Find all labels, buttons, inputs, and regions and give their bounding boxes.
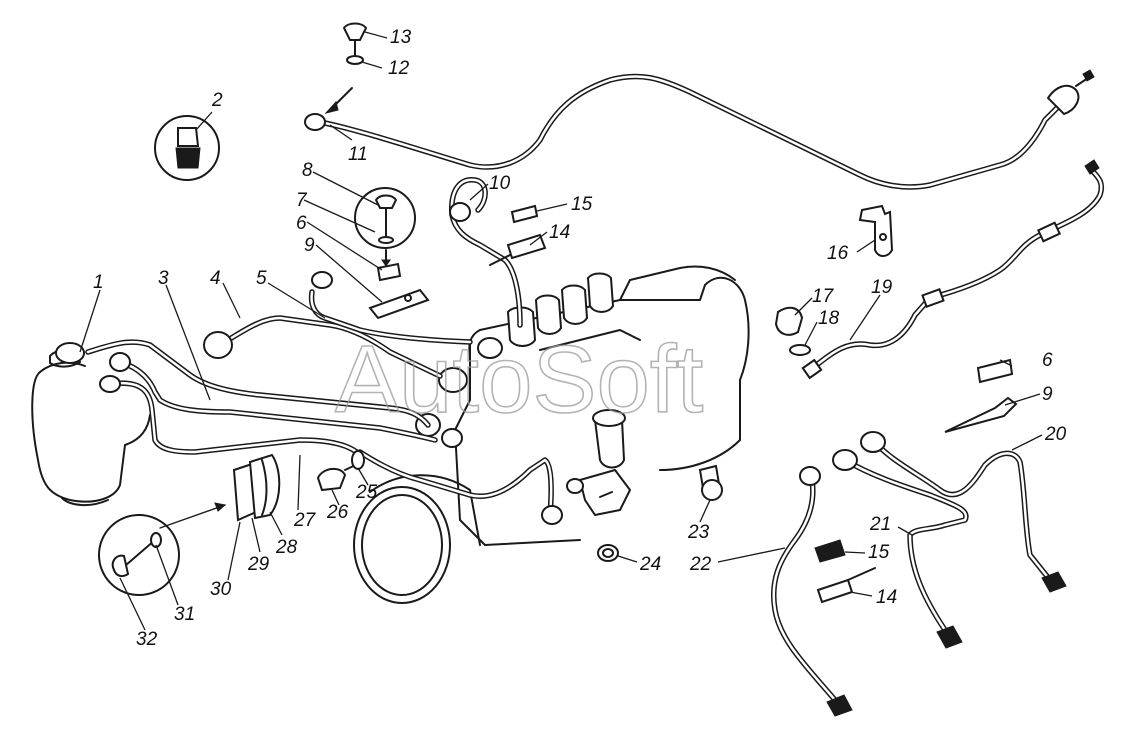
callout-14-upper: 14 — [549, 222, 570, 243]
callout-6-upper: 6 — [296, 213, 307, 234]
bracket-16 — [858, 204, 894, 257]
leader-lines — [79, 31, 1043, 631]
pump-plungers — [506, 272, 615, 347]
pipe-10 — [449, 177, 523, 328]
high-pressure-lines — [55, 271, 563, 525]
callout-30: 30 — [210, 579, 232, 600]
callout-24: 24 — [639, 554, 661, 575]
callout-9-right: 9 — [1042, 384, 1053, 405]
callout-6-right: 6 — [1042, 350, 1053, 371]
callout-29: 29 — [247, 554, 270, 575]
callout-2: 2 — [211, 90, 223, 111]
callout-labels: 1 2 3 4 5 6 7 8 9 10 11 12 13 14 15 16 1… — [93, 27, 1067, 650]
callout-9-upper: 9 — [304, 235, 315, 256]
callout-16: 16 — [827, 243, 849, 264]
callout-25: 25 — [355, 482, 378, 503]
callout-26: 26 — [326, 502, 349, 523]
callout-3: 3 — [158, 268, 169, 289]
callout-10: 10 — [489, 173, 511, 194]
callout-14-lower: 14 — [876, 587, 897, 608]
callout-13: 13 — [390, 27, 412, 48]
callout-15-upper: 15 — [571, 194, 593, 215]
callout-12: 12 — [388, 58, 410, 79]
pipe-set-20-21-22 — [771, 431, 1067, 717]
small-parts — [98, 22, 1018, 604]
callout-27: 27 — [293, 510, 317, 531]
fuel-line-19 — [801, 159, 1104, 380]
callout-1: 1 — [93, 272, 104, 293]
callout-32: 32 — [136, 629, 158, 650]
callout-20: 20 — [1044, 424, 1067, 445]
callout-28: 28 — [275, 537, 298, 558]
watermark-text: AutoSoft — [335, 326, 703, 433]
callout-7: 7 — [296, 190, 308, 211]
drain-line-11 — [304, 69, 1095, 190]
callout-18: 18 — [818, 308, 840, 329]
callout-22: 22 — [689, 554, 712, 575]
callout-4: 4 — [210, 268, 221, 289]
fuel-filter — [31, 348, 151, 506]
callout-8: 8 — [302, 160, 313, 181]
callout-23: 23 — [687, 522, 710, 543]
callout-17: 17 — [812, 286, 835, 307]
callout-5: 5 — [256, 268, 267, 289]
callout-31: 31 — [174, 604, 195, 625]
callout-21: 21 — [869, 514, 891, 535]
injection-pump — [353, 265, 750, 604]
callout-19: 19 — [871, 277, 893, 298]
callout-15-lower: 15 — [868, 542, 890, 563]
callout-11: 11 — [348, 144, 368, 165]
